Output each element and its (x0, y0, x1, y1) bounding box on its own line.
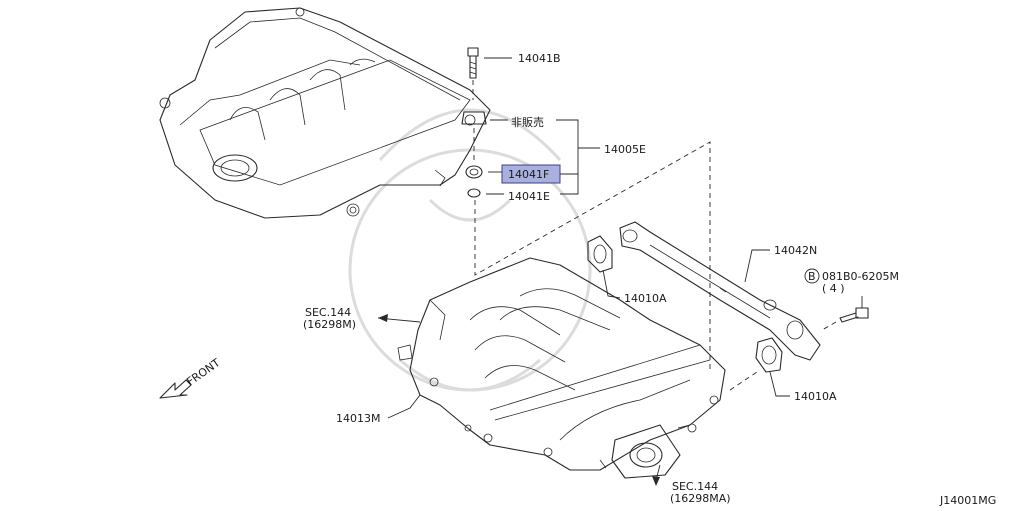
label-front: FRONT (184, 356, 222, 388)
bolt-callout-circle (804, 268, 820, 284)
nissan-emblem (212, 154, 258, 182)
label-bolt-qty: ( 4 ) (822, 282, 845, 295)
label-14041e: 14041E (508, 190, 550, 203)
engine-cover (159, 7, 491, 219)
bolt-081b0-icon (839, 307, 869, 323)
label-14042n: 14042N (774, 244, 817, 257)
label-bolt-number: 081B0-6205M (822, 270, 899, 283)
label-14010a-right: 14010A (794, 390, 837, 403)
label-14041b: 14041B (518, 52, 561, 65)
bracket-14042n (619, 221, 821, 361)
intake-manifold (397, 257, 726, 479)
gasket-left (587, 235, 613, 273)
label-sec-bottom-1: SEC.144 (672, 480, 718, 493)
label-14013m: 14013M (336, 412, 380, 425)
bolt-14041b-icon (467, 47, 479, 100)
gasket-right (755, 337, 783, 373)
arrow-sec-bottom-icon (652, 476, 660, 486)
label-not-sold: 非販売 (511, 116, 544, 129)
label-sec-bottom-2: (16298MA) (670, 492, 731, 505)
guide-dashed-line (474, 141, 711, 370)
arrow-sec-left-icon (378, 314, 388, 322)
label-14010a-left: 14010A (624, 292, 667, 305)
label-14005e: 14005E (604, 143, 646, 156)
diagram-code: J14001MG (939, 494, 996, 507)
label-bolt-circle: B (808, 270, 816, 283)
grommet-stack (461, 111, 487, 198)
label-sec-left-1: SEC.144 (305, 306, 351, 319)
label-sec-left-2: (16298M) (303, 318, 356, 331)
label-14041f: 14041F (508, 168, 549, 181)
front-arrow-icon (159, 379, 192, 399)
watermark-emblem (348, 108, 592, 392)
